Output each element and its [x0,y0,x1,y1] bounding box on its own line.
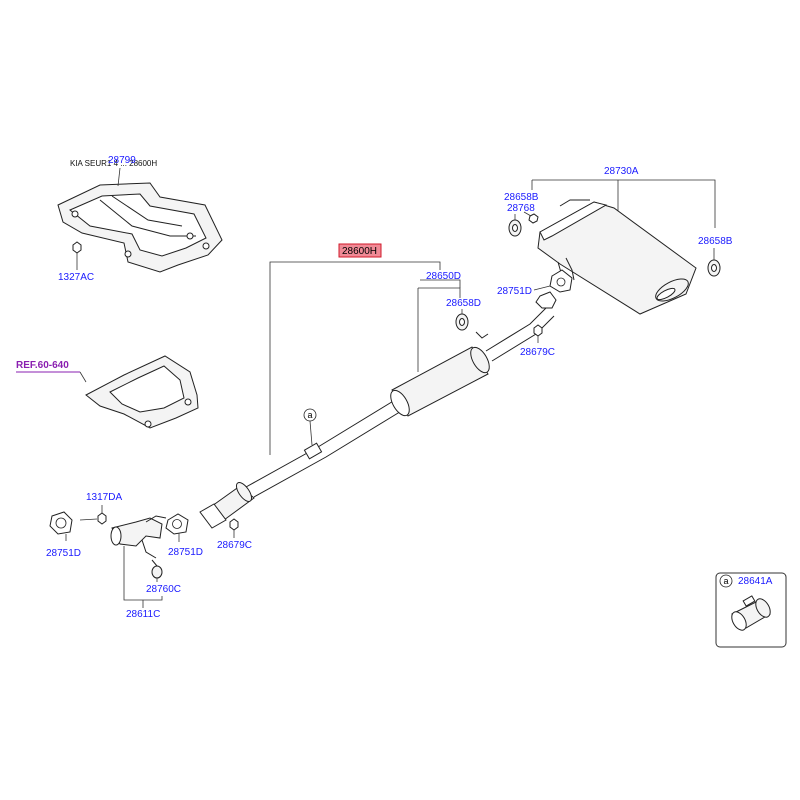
hanger-center-label[interactable]: 28658D [446,298,481,309]
front-pipe-label[interactable]: 28611C [126,609,160,620]
bolt-front-28679C[interactable] [229,518,239,531]
nut-1317DA[interactable] [97,512,107,525]
bolt-rear-label[interactable]: 28679C [520,347,555,358]
hanger-28658B-left[interactable] [508,219,522,237]
nut-1327AC[interactable] [72,241,82,254]
center-pipe[interactable] [245,399,404,498]
ref-label[interactable]: REF.60-640 [16,360,69,371]
gasket-rear[interactable] [535,269,573,309]
gasket-front-left-label[interactable]: 28751D [46,548,81,559]
gasket-front-left[interactable] [49,511,73,535]
clamp-marker-text: a [308,410,313,420]
catalytic-converter[interactable] [199,480,255,529]
hanger-right-label[interactable]: 28658B [698,236,733,247]
bolt-28768[interactable] [528,213,539,224]
bolt-front-label[interactable]: 28679C [217,540,252,551]
inset-marker-text: a [724,576,729,586]
hanger-28760C[interactable] [151,559,163,579]
bolt-rear-28679C[interactable] [533,324,543,337]
assembly-highlight [338,243,382,258]
heat-shield-floor[interactable] [57,182,223,273]
nut-1317DA-label[interactable]: 1317DA [86,492,122,503]
hanger-28658B-right[interactable] [707,259,721,277]
hanger-left-label[interactable]: 28658B [504,192,539,203]
heat-shield-front[interactable] [85,355,199,429]
rear-muffler-label[interactable]: 28730A [604,166,639,177]
inset-part-label[interactable]: 28641A [738,576,773,587]
nut-1327AC-label[interactable]: 1327AC [58,272,94,283]
hanger-28658D[interactable] [455,313,469,331]
gasket-front-right[interactable] [165,513,189,535]
inset-marker[interactable] [719,574,733,588]
clamp-28641A[interactable] [729,595,773,633]
center-muffler[interactable] [387,344,493,418]
bolt-28768-label[interactable]: 28768 [507,203,535,214]
rear-muffler[interactable] [537,199,697,315]
center-muffler-label[interactable]: 28650D [426,271,461,282]
gasket-rear-label[interactable]: 28751D [497,286,532,297]
assembly-label[interactable]: 28600H [342,246,377,257]
hanger-front-label[interactable]: 28760C [146,584,181,595]
gasket-front-right-label[interactable]: 28751D [168,547,203,558]
heat-shield-label[interactable]: 28799 [108,155,136,166]
front-pipe-28611C[interactable] [110,515,167,559]
cover-note: KIA SEUR1 4 ... 28600H [70,159,157,168]
